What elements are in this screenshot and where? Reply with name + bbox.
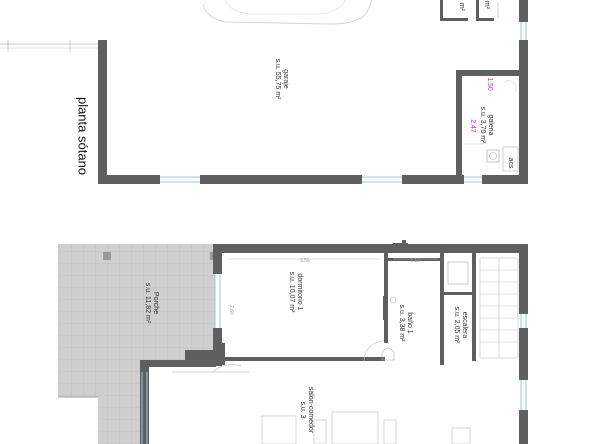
dormitorio-label: dormitorio 1 s.u. 10,07 m² — [287, 272, 303, 313]
escalera-label: escalera s.u. 2,05 m² — [452, 307, 468, 344]
dim-110: 1.10 — [410, 258, 420, 264]
basement-window — [160, 176, 482, 183]
top-cut-label-a: m² — [458, 2, 466, 12]
dormitorio-area: s.u. 10,07 m² — [288, 271, 295, 313]
escalera-name: escalera — [461, 311, 469, 339]
salon-furniture — [172, 364, 471, 444]
salon-name: salón-comedor — [307, 386, 315, 434]
salon-area: s.u. 3 — [299, 401, 306, 419]
top-cut-label-b: m² — [483, 0, 491, 10]
bano-label: baño 1 s.u. 3,38 m² — [397, 305, 413, 342]
acs-label: acs — [507, 157, 515, 169]
galeria-name: galeria — [487, 114, 495, 136]
dim-247: 2.47 — [469, 119, 477, 133]
dormitorio-name: dormitorio 1 — [296, 273, 304, 311]
porche-area: s.u. 11,82 m² — [144, 282, 151, 324]
basement-plan — [0, 0, 528, 184]
ground-top-wall — [213, 244, 528, 253]
escalera-area: s.u. 2,05 m² — [453, 306, 460, 344]
salon-label: salón-comedor s.u. 3 — [298, 387, 314, 433]
ground-floor-plan — [58, 240, 528, 444]
car-outline — [202, 0, 373, 25]
bano-area: s.u. 3,38 m² — [398, 304, 405, 342]
garage-left-wall — [98, 40, 107, 184]
bano-name: baño 1 — [406, 312, 414, 334]
galeria-wall — [456, 70, 520, 76]
garaje-label: garaje s.u. 55,75 m² — [273, 59, 289, 100]
galeria-area: s.u. 3,70 m² — [479, 106, 486, 144]
porche-label: Porche s.u. 11,82 m² — [143, 283, 159, 323]
dim-356: 3.56 — [300, 258, 310, 264]
galeria-label: galeria s.u. 3,70 m² — [478, 107, 494, 144]
porche-name: Porche — [152, 291, 160, 315]
garaje-name: garaje — [282, 69, 290, 89]
dim-150: 1.50 — [486, 77, 494, 91]
garaje-area: s.u. 55,75 m² — [274, 58, 281, 100]
dim-260: 2.60 — [227, 305, 234, 315]
planta-sotano-title: planta sótano — [75, 96, 91, 176]
stairs — [479, 257, 519, 359]
porche-area — [58, 244, 215, 444]
